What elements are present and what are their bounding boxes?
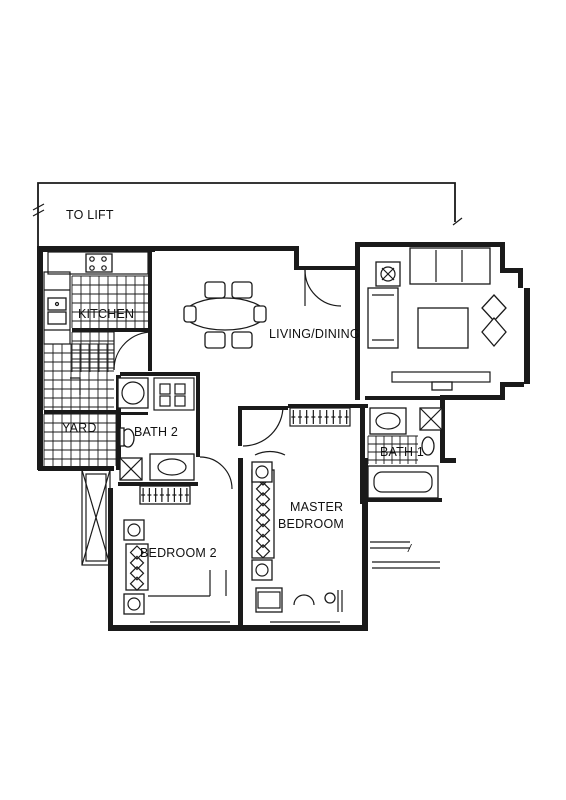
bath-1-floor-tiles [367,435,418,464]
label-master-bedroom-line2: BEDROOM [278,517,344,531]
label-bath-1: BATH 1 [380,445,424,459]
stove-icon [85,253,113,273]
sink-icon [47,297,67,311]
label-yard: YARD [62,421,97,435]
kitchen-floor-tiles [43,275,148,410]
living-dining [183,247,507,400]
master-bedroom: / [251,461,440,613]
coffee-table-icon [417,307,469,349]
armchair-icon [367,287,399,349]
label-bath-2: BATH 2 [134,425,178,439]
label-to-lift: TO LIFT [66,208,114,222]
bath-2 [118,372,233,490]
dining-table-icon [184,297,266,331]
label-living-dining: LIVING/DINING [269,327,360,341]
label-master-bedroom-line1: MASTER [290,500,343,514]
yard-balcony [81,469,111,566]
bedroom-2 [123,519,227,615]
exterior-walls [37,242,530,631]
toilet-icon [421,436,435,456]
label-bedroom-2: BEDROOM 2 [140,546,217,560]
bathtub-icon [367,465,439,499]
yard [44,375,149,470]
svg-text:/: / [407,543,412,555]
lift-corridor [32,182,463,248]
interior-walls [238,404,368,628]
basin-icon [149,453,195,481]
sofa-icon [409,247,491,285]
washing-machine-icon [117,377,149,409]
bedroom-2-wardrobe [139,485,191,505]
label-kitchen: KITCHEN [78,307,134,321]
kitchen [43,251,153,371]
bath-1 [362,407,443,502]
